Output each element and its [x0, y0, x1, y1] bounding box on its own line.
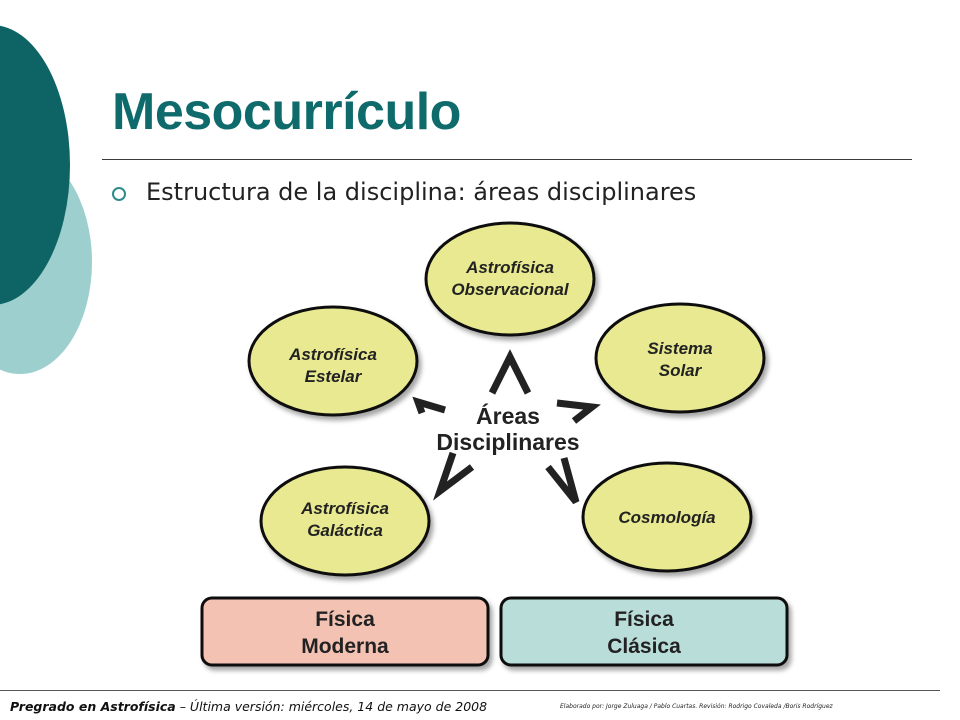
- foundation-fisica-clasica: Física Clásica: [499, 596, 789, 667]
- area-sistema-solar: Sistema Solar: [594, 302, 766, 414]
- bullet-circle-icon: [112, 186, 126, 201]
- decorative-shapes: [0, 25, 92, 374]
- arrow-lower-right: [545, 457, 580, 505]
- clasica-line-2: Clásica: [607, 635, 681, 658]
- clasica-line-1: Física: [614, 608, 674, 631]
- footer-divider: [0, 690, 940, 691]
- title-divider: [102, 159, 912, 160]
- bullet-text: Estructura de la disciplina: áreas disci…: [146, 178, 697, 206]
- bullet-item: Estructura de la disciplina: áreas disci…: [112, 178, 696, 206]
- arrow-upper-left: [412, 396, 446, 415]
- disciplines-diagram: Áreas Disciplinares Astrofísica Observac…: [200, 221, 789, 667]
- area-estelar: Astrofísica Estelar: [247, 305, 419, 417]
- arrow-upper-right: [556, 399, 601, 424]
- arrow-lower-left: [433, 451, 475, 501]
- arrow-up: [488, 349, 532, 395]
- center-label-line-1: Áreas: [476, 402, 540, 429]
- center-label-line-2: Disciplinares: [436, 429, 579, 455]
- moderna-line-1: Física: [315, 608, 375, 631]
- moderna-line-2: Moderna: [301, 635, 389, 658]
- footer-program: Pregrado en Astrofísica: [10, 699, 176, 714]
- area-cosmologia-line-1: Cosmología: [618, 508, 715, 527]
- footer-main: Pregrado en Astrofísica – Última versión…: [10, 699, 487, 714]
- area-observacional: Astrofísica Observacional: [424, 221, 596, 337]
- footer-credit: Elaborado por: Jorge Zuluaga / Pablo Cua…: [560, 703, 833, 710]
- area-estelar-line-1: Astrofísica: [288, 345, 377, 364]
- area-solar-line-2: Solar: [659, 361, 703, 380]
- footer-version: – Última versión: miércoles, 14 de mayo …: [175, 699, 488, 714]
- page-title: Mesocurrículo: [112, 83, 461, 141]
- foundation-fisica-moderna: Física Moderna: [200, 596, 490, 667]
- area-solar-line-1: Sistema: [647, 339, 712, 358]
- area-estelar-line-2: Estelar: [305, 367, 363, 386]
- area-galactica-line-1: Astrofísica: [300, 499, 389, 518]
- star-arrows: [412, 349, 601, 505]
- area-observacional-line-2: Observacional: [451, 280, 569, 299]
- area-observacional-line-1: Astrofísica: [465, 258, 554, 277]
- area-cosmologia: Cosmología: [581, 461, 753, 573]
- area-galactica-line-2: Galáctica: [307, 521, 383, 540]
- area-galactica: Astrofísica Galáctica: [259, 465, 431, 577]
